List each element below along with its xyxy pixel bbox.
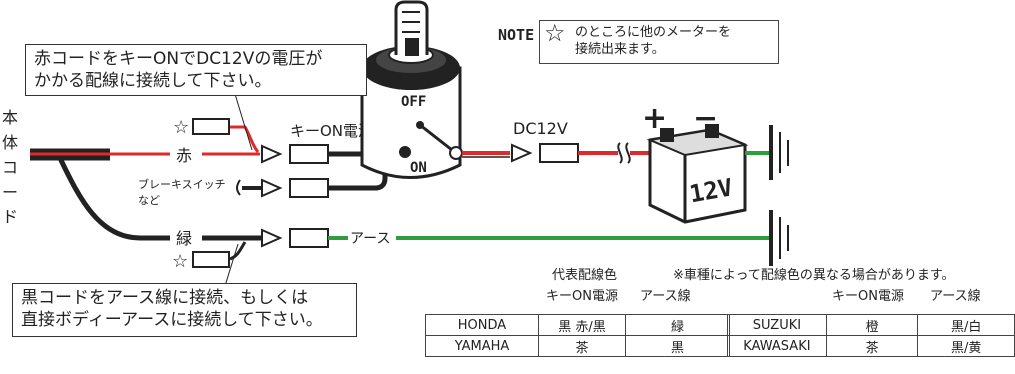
ignition-switch: OFF ON xyxy=(360,0,463,179)
green-wire-label: 緑 xyxy=(176,229,192,248)
body-label-char-5: ド xyxy=(2,207,18,226)
brake-label-1: ブレーキスイッチ xyxy=(138,177,226,191)
ground-label: アース xyxy=(350,231,390,247)
body-label-char-3: コ xyxy=(2,158,18,177)
table-right-col-ground: アース線 xyxy=(930,289,981,304)
body-cord-label: 本 体 コ ー ド xyxy=(2,108,18,226)
table-row: HONDA 黒 赤/黒 緑 xyxy=(425,314,730,336)
battery-ground xyxy=(745,125,789,180)
maker-cell: HONDA xyxy=(425,314,539,336)
red-connector xyxy=(261,144,329,164)
body-label-char-1: 本 xyxy=(2,108,18,127)
table-left-col-key: キーON電源 xyxy=(546,289,618,304)
key-color-cell: 黒 赤/黒 xyxy=(538,314,626,336)
callout-top-pointer xyxy=(234,93,253,151)
note-box xyxy=(539,20,779,64)
star-marker-bottom: ☆ xyxy=(172,251,188,272)
callout-red-cord: 赤コードをキーONでDC12Vの電圧が かかる配線に接続して下さい。 xyxy=(25,44,367,96)
note-text-line2: 接続出来ます。 xyxy=(575,42,665,57)
maker-cell: KAWASAKI xyxy=(727,335,827,357)
body-label-char-2: 体 xyxy=(2,133,18,152)
note-star-icon: ☆ xyxy=(544,19,566,47)
callout-red-cord-line1: 赤コードをキーONでDC12Vの電圧が xyxy=(34,49,323,69)
body-label-char-4: ー xyxy=(2,183,18,202)
star-marker-top: ☆ xyxy=(173,117,189,138)
table-left-col-ground: アース線 xyxy=(640,289,691,304)
ground-color-cell: 黒 xyxy=(625,335,730,357)
callout-bottom-pointer xyxy=(224,243,239,287)
table-row: YAMAHA 茶 黒 xyxy=(425,335,730,357)
switch-off-label: OFF xyxy=(401,94,426,110)
table-remark: ※車種によって配線色の異なる場合があります。 xyxy=(673,268,955,283)
note-text: のところに他のメーターを 接続出来ます。 xyxy=(575,24,731,58)
table-title: 代表配線色 xyxy=(552,268,618,283)
dc12v-wire xyxy=(462,142,650,164)
body-cord xyxy=(30,148,270,241)
callout-black-cord-line1: 黒コードをアース線に接続、もしくは xyxy=(21,288,309,308)
key-color-cell: 茶 xyxy=(538,335,626,357)
wire-color-table-left: HONDA 黒 赤/黒 緑 YAMAHA 茶 黒 xyxy=(425,314,730,357)
red-wire-label: 赤 xyxy=(176,146,192,165)
ground-color-cell: 緑 xyxy=(625,314,730,336)
dc12v-label: DC12V xyxy=(513,119,568,138)
brake-label-2: など xyxy=(138,194,160,207)
key-color-cell: 茶 xyxy=(825,335,919,357)
wire-color-table-right: SUZUKI 橙 黒/白 KAWASAKI 茶 黒/黄 xyxy=(727,314,1015,357)
note-text-line1: のところに他のメーターを xyxy=(575,25,732,40)
maker-cell: SUZUKI xyxy=(727,314,827,336)
table-row: SUZUKI 橙 黒/白 xyxy=(727,314,1015,336)
key-on-label: キーON電源 xyxy=(290,122,373,140)
callout-black-cord-line2: 直接ボディーアースに接続して下さい。 xyxy=(21,310,323,330)
ground-branch-star: ☆ xyxy=(172,241,247,272)
maker-cell: YAMAHA xyxy=(425,335,539,357)
callout-black-cord: 黒コードをアース線に接続、もしくは 直接ボディーアースに接続して下さい。 xyxy=(12,283,357,337)
battery: + − 12V xyxy=(642,101,749,224)
brake-switch-line: ブレーキスイッチ など xyxy=(138,169,404,207)
ground-color-cell: 黒/白 xyxy=(917,314,1015,336)
ground-color-cell: 黒/黄 xyxy=(917,335,1015,357)
ground-line: 緑 アース xyxy=(170,210,789,266)
table-row: KAWASAKI 茶 黒/黄 xyxy=(727,335,1015,357)
table-right-col-key: キーON電源 xyxy=(832,289,904,304)
note-label: NOTE xyxy=(498,26,535,44)
key-color-cell: 橙 xyxy=(825,314,919,336)
callout-red-cord-line2: かかる配線に接続して下さい。 xyxy=(34,71,272,91)
switch-on-label: ON xyxy=(410,160,427,176)
